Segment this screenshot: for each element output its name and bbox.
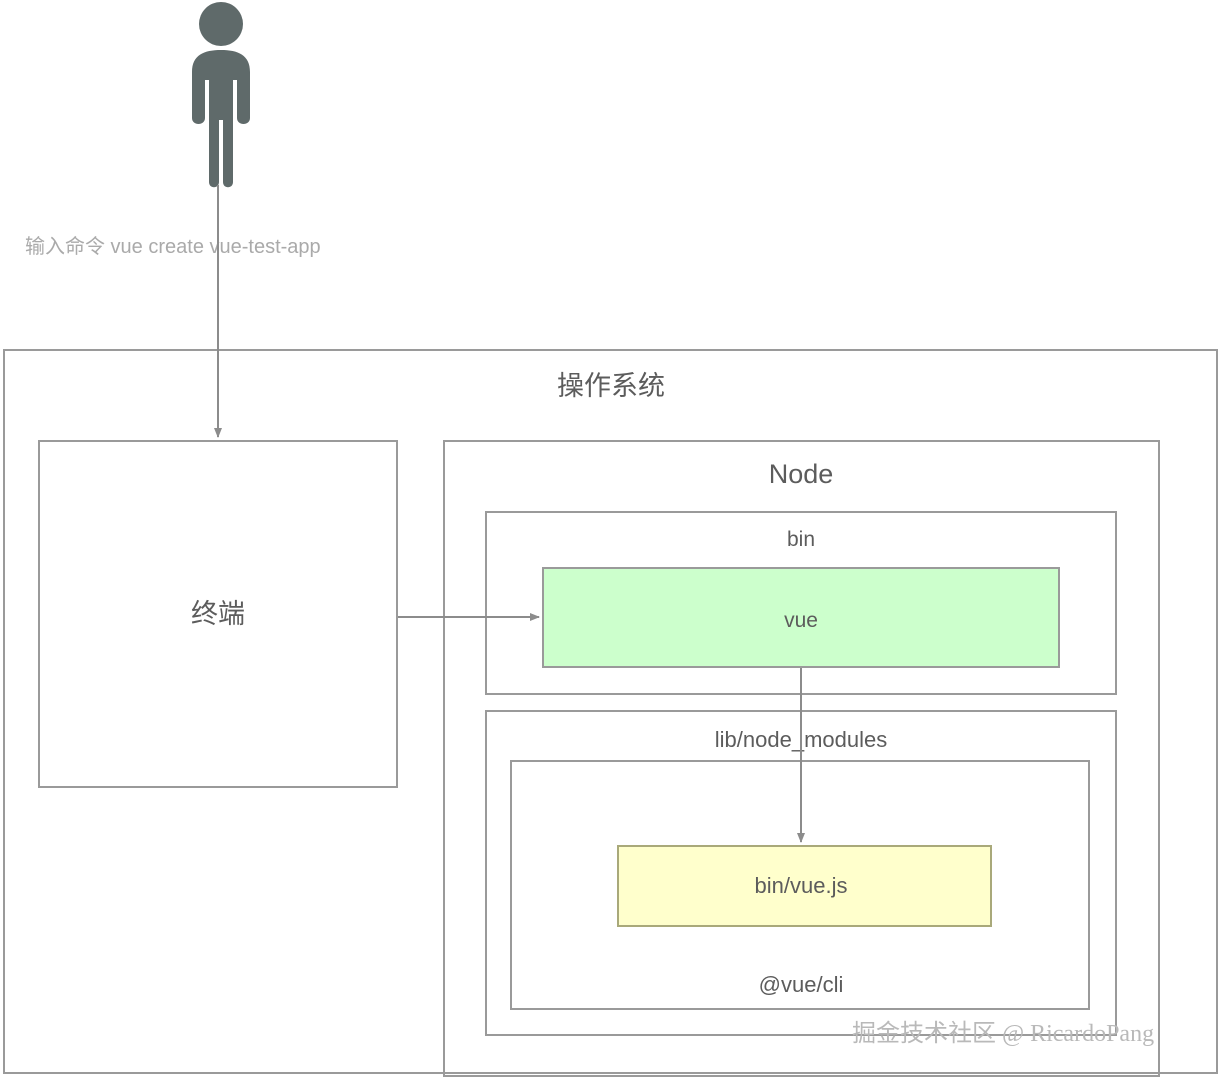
vue-js-label: bin/vue.js [754,873,848,898]
terminal-box [38,440,398,788]
command-label: 输入命令 vue create vue-test-app [25,236,321,258]
vue-bin-label: vue [784,609,818,632]
terminal-box-label: 终端 [191,599,245,629]
os-box [3,349,1218,1074]
watermark-label: 掘金技术社区 @ RicardoPang [852,1021,1155,1047]
bin-box-label: bin [786,528,816,551]
vue-bin-box [542,567,1060,668]
node-box-label: Node [768,459,834,489]
os-box-label: 操作系统 [557,371,665,401]
vue-js-box [617,845,992,927]
node-box [443,440,1160,1077]
lib-node-modules-label: lib/node_modules [714,727,888,752]
vue-cli-label: @vue/cli [758,972,844,997]
person-icon [192,2,250,188]
